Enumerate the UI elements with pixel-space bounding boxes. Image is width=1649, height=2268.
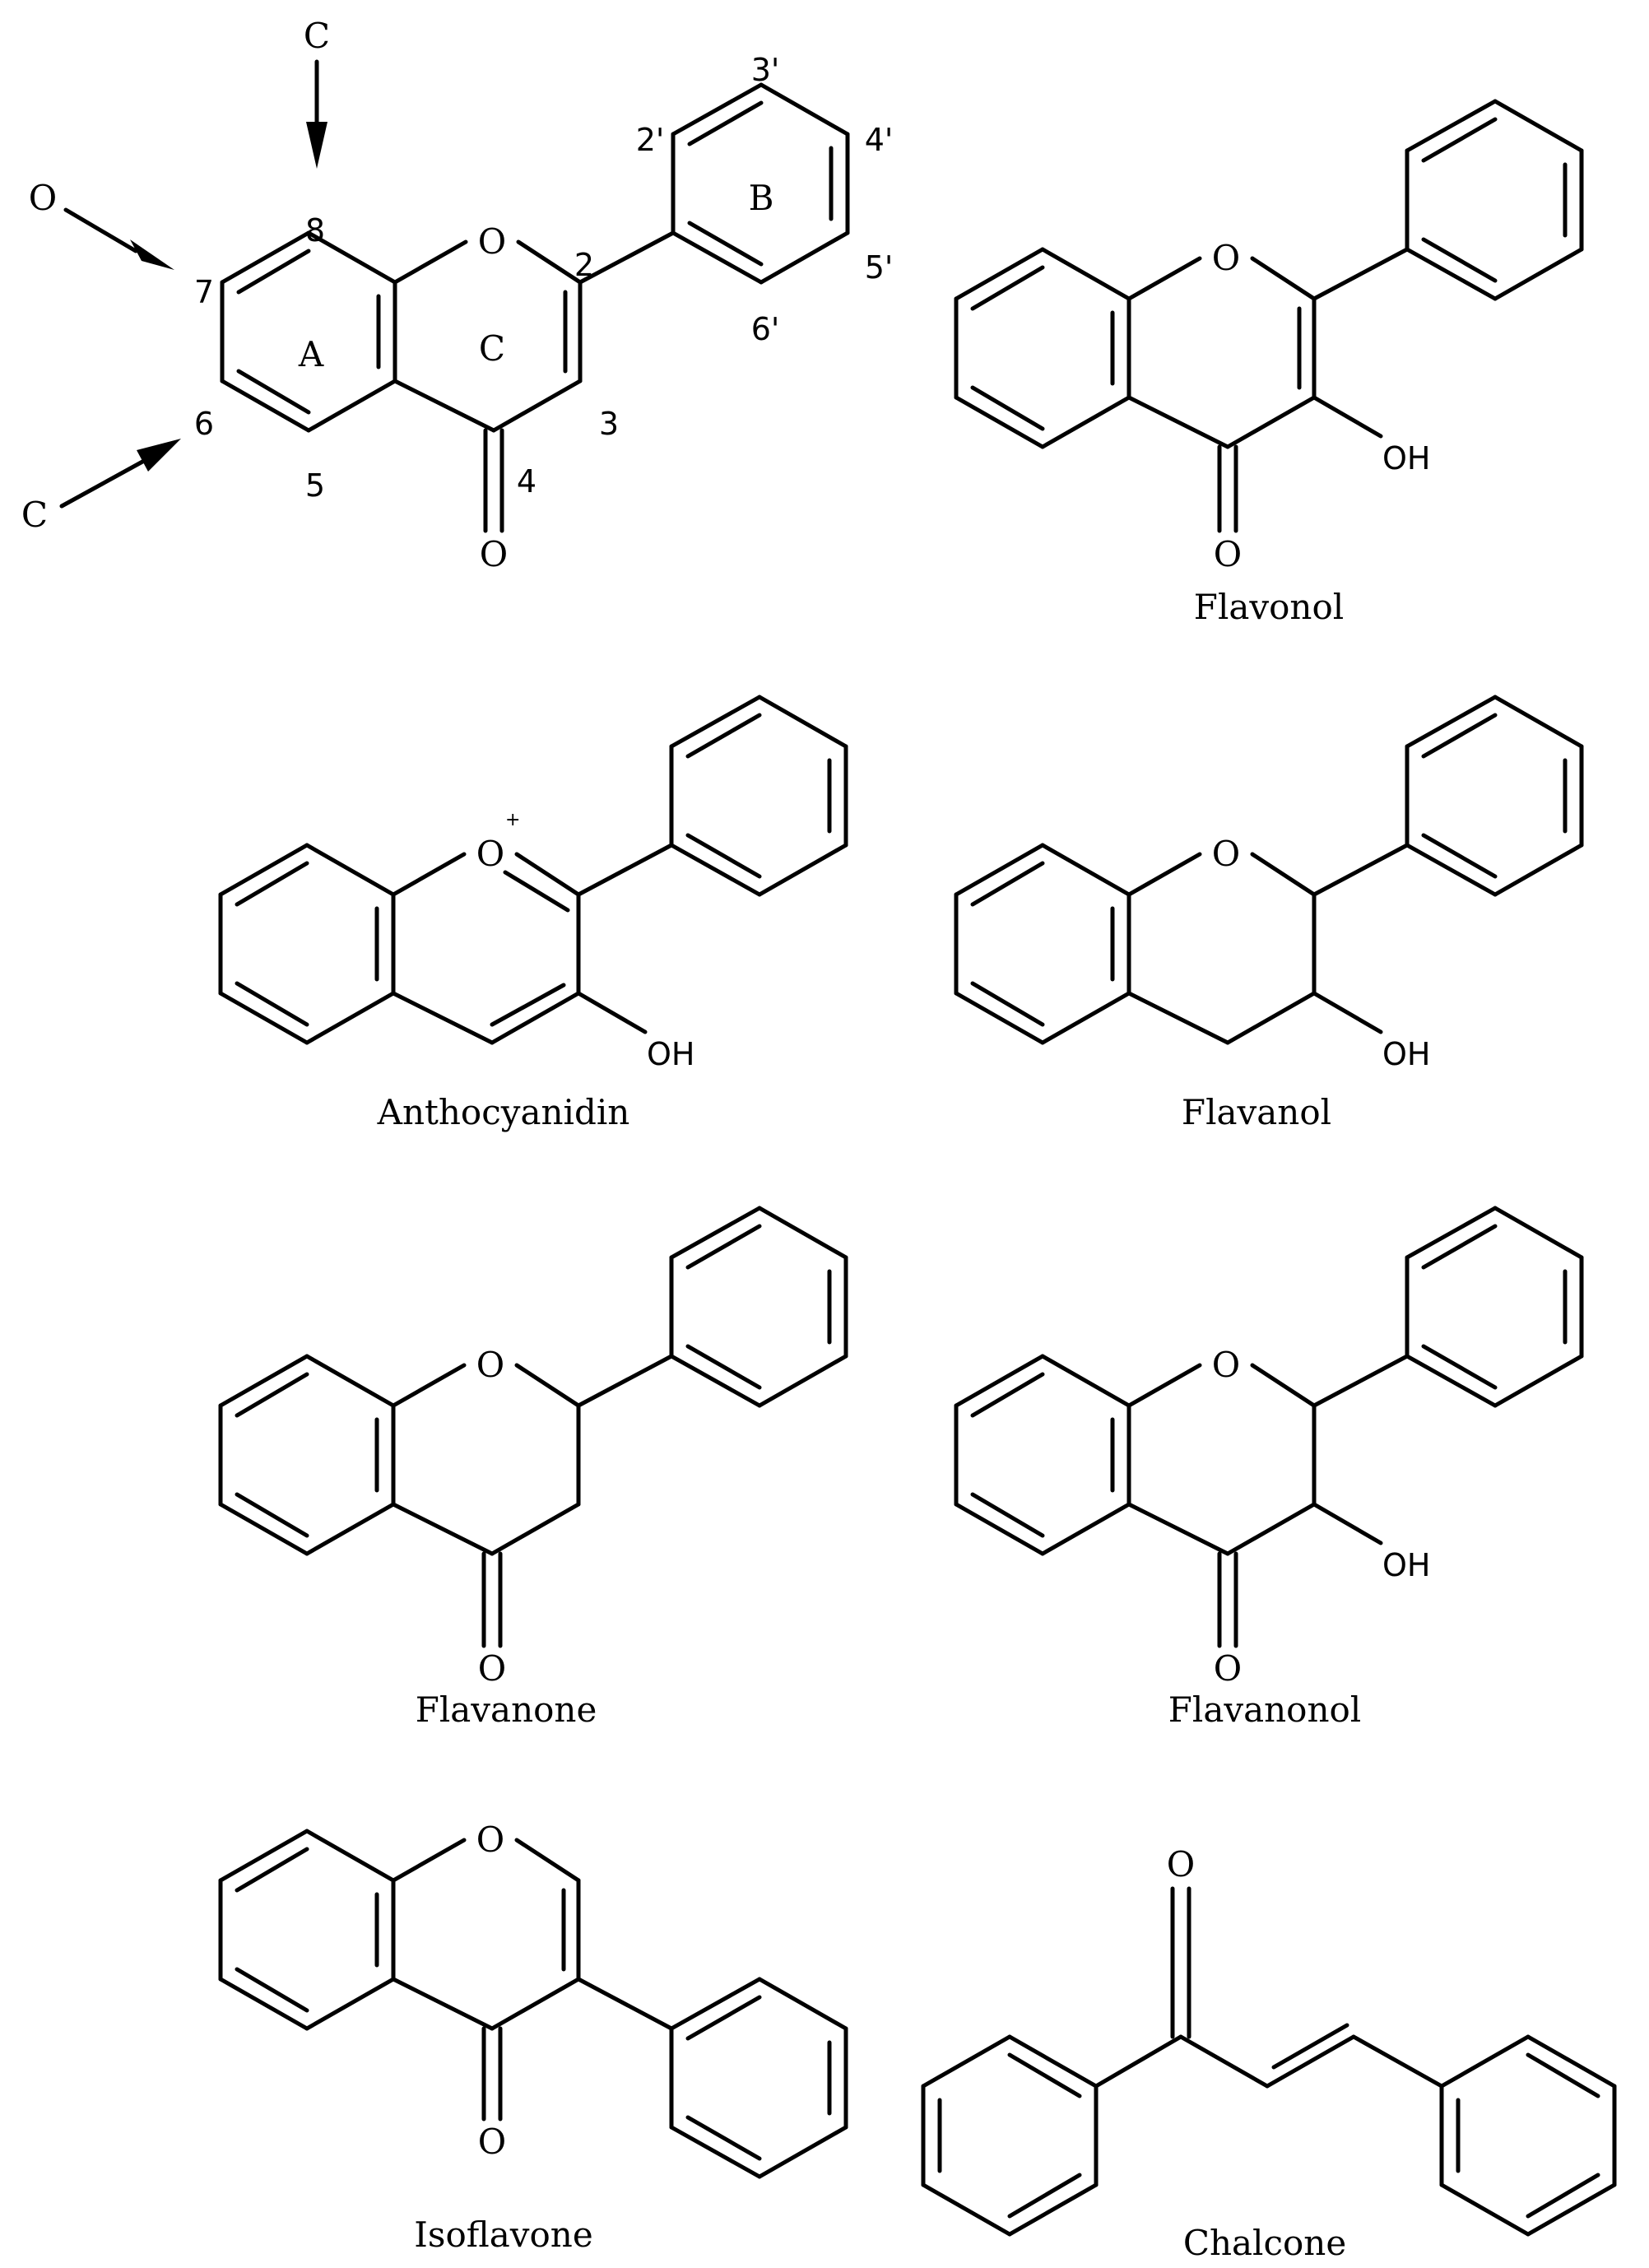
position-8: 8 — [305, 212, 325, 249]
position-6: 6 — [194, 406, 214, 442]
flavanone-bonds — [218, 1206, 848, 1648]
flavanol-bonds — [954, 695, 1584, 1045]
ring-a-label: A — [298, 334, 324, 374]
flavanone-carbonyl-oxygen: O — [478, 1648, 506, 1689]
position-6-prime: 6' — [751, 311, 780, 347]
position-5: 5 — [305, 467, 325, 504]
flavone-core-structure: O O A C B 8 7 6 5 4 3 2 2' 3' 4' 5' 6' C… — [21, 16, 893, 574]
anthocyanidin-positive-charge: + — [505, 810, 520, 830]
position-2: 2 — [574, 247, 594, 283]
anthocyanidin-bonds — [218, 695, 848, 1045]
position-5-prime: 5' — [865, 249, 894, 286]
position-4: 4 — [517, 463, 537, 500]
flavonol-ring-oxygen: O — [1212, 238, 1240, 278]
flavanol-ring-oxygen: O — [1212, 834, 1240, 874]
flavonol-hydroxyl: OH — [1382, 440, 1430, 476]
arrow-c-top: C — [304, 16, 330, 169]
flavonol-bonds — [954, 99, 1584, 533]
flavone-core-bonds — [220, 82, 850, 533]
chalcone-structure: O Chalcone — [921, 1844, 1617, 2263]
arrow-c-bottom: C — [21, 439, 181, 535]
flavonol-carbonyl-oxygen: O — [1214, 534, 1242, 574]
flavanone-ring-oxygen: O — [476, 1345, 504, 1385]
flavone-carbonyl-oxygen: O — [480, 534, 508, 574]
arrow-c-bottom-label: C — [21, 495, 48, 535]
ring-c-label: C — [479, 328, 505, 369]
flavanonol-hydroxyl: OH — [1382, 1547, 1430, 1583]
flavanonol-bonds — [954, 1206, 1584, 1648]
flavanone-name: Flavanone — [416, 1689, 597, 1730]
flavanone-structure: O O Flavanone — [218, 1206, 848, 1730]
isoflavone-bonds — [218, 1829, 848, 2179]
arrow-o-left: O — [29, 178, 174, 270]
flavanol-name: Flavanol — [1182, 1092, 1331, 1132]
flavone-ring-oxygen: O — [478, 221, 506, 262]
position-7: 7 — [194, 274, 214, 310]
flavanonol-structure: O O OH Flavanonol — [954, 1206, 1584, 1730]
anthocyanidin-structure: O + OH Anthocyanidin — [218, 695, 848, 1132]
chalcone-carbonyl-oxygen: O — [1167, 1844, 1195, 1885]
anthocyanidin-ring-oxygen: O — [476, 834, 504, 874]
chalcone-name: Chalcone — [1183, 2223, 1346, 2263]
flavonol-name: Flavonol — [1194, 587, 1344, 627]
anthocyanidin-name: Anthocyanidin — [377, 1092, 630, 1132]
flavonol-structure: O O OH Flavonol — [954, 99, 1584, 627]
chalcone-bonds — [921, 1886, 1617, 2237]
ring-b-label: B — [749, 178, 774, 218]
position-4-prime: 4' — [865, 122, 894, 158]
arrow-c-top-label: C — [304, 16, 330, 56]
flavanol-hydroxyl: OH — [1382, 1036, 1430, 1072]
position-3: 3 — [599, 406, 619, 442]
position-3-prime: 3' — [751, 52, 780, 88]
isoflavone-ring-oxygen: O — [476, 1820, 504, 1860]
isoflavone-carbonyl-oxygen: O — [478, 2122, 506, 2162]
position-2-prime: 2' — [636, 122, 665, 158]
isoflavone-name: Isoflavone — [414, 2215, 592, 2255]
flavanonol-ring-oxygen: O — [1212, 1345, 1240, 1385]
flavanonol-name: Flavanonol — [1168, 1689, 1362, 1730]
flavanonol-carbonyl-oxygen: O — [1214, 1648, 1242, 1689]
isoflavone-structure: O O Isoflavone — [218, 1820, 848, 2255]
flavanol-structure: O OH Flavanol — [954, 695, 1584, 1132]
anthocyanidin-hydroxyl: OH — [647, 1036, 694, 1072]
arrow-o-left-label: O — [29, 178, 57, 218]
